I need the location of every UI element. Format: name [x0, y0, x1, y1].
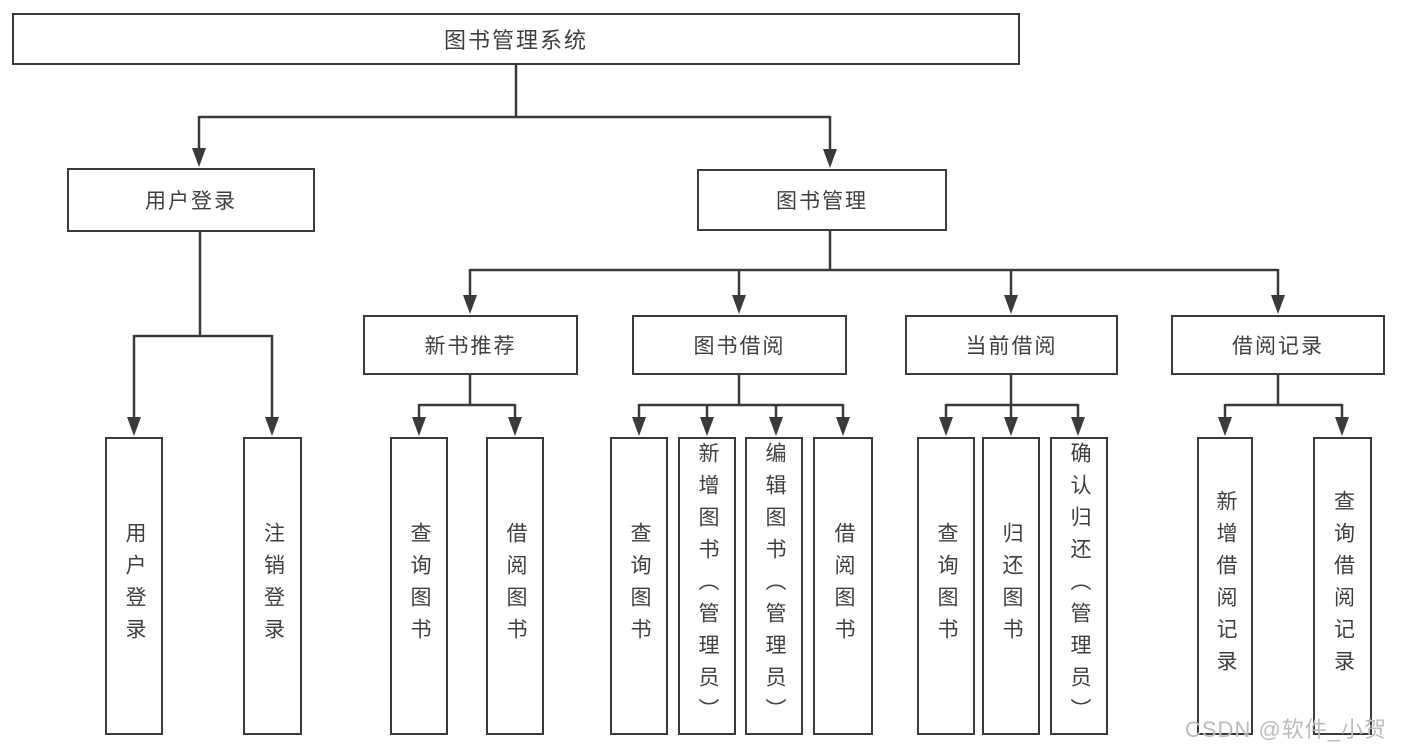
node-new-book-recommend: 新书推荐: [363, 315, 578, 375]
leaf-confirm-return-admin: 确认归还（管理员）: [1050, 437, 1108, 735]
leaf-logout: 注销登录: [243, 437, 302, 735]
leaf-query-borrow-record: 查询借阅记录: [1313, 437, 1372, 735]
leaf-query-books-recommend: 查询图书: [390, 437, 448, 735]
leaf-query-books-current: 查询图书: [917, 437, 975, 735]
leaf-user-login: 用户登录: [105, 437, 163, 735]
node-root: 图书管理系统: [12, 13, 1020, 65]
leaf-borrow-books: 借阅图书: [813, 437, 873, 735]
leaf-edit-books-admin: 编辑图书（管理员）: [745, 437, 803, 735]
leaf-query-books-borrow: 查询图书: [610, 437, 668, 735]
node-user-login: 用户登录: [67, 168, 315, 232]
leaf-add-books-admin: 新增图书（管理员）: [678, 437, 736, 735]
node-borrow-record: 借阅记录: [1171, 315, 1385, 375]
leaf-return-books: 归还图书: [982, 437, 1040, 735]
node-current-borrow: 当前借阅: [905, 315, 1118, 375]
leaf-borrow-books-recommend: 借阅图书: [486, 437, 544, 735]
leaf-add-borrow-record: 新增借阅记录: [1197, 437, 1253, 735]
node-book-management: 图书管理: [697, 169, 947, 231]
watermark: CSDN @软件_小贺同学: [1185, 717, 1388, 742]
arrowheads: [127, 148, 1349, 436]
node-book-borrow: 图书借阅: [632, 315, 847, 375]
